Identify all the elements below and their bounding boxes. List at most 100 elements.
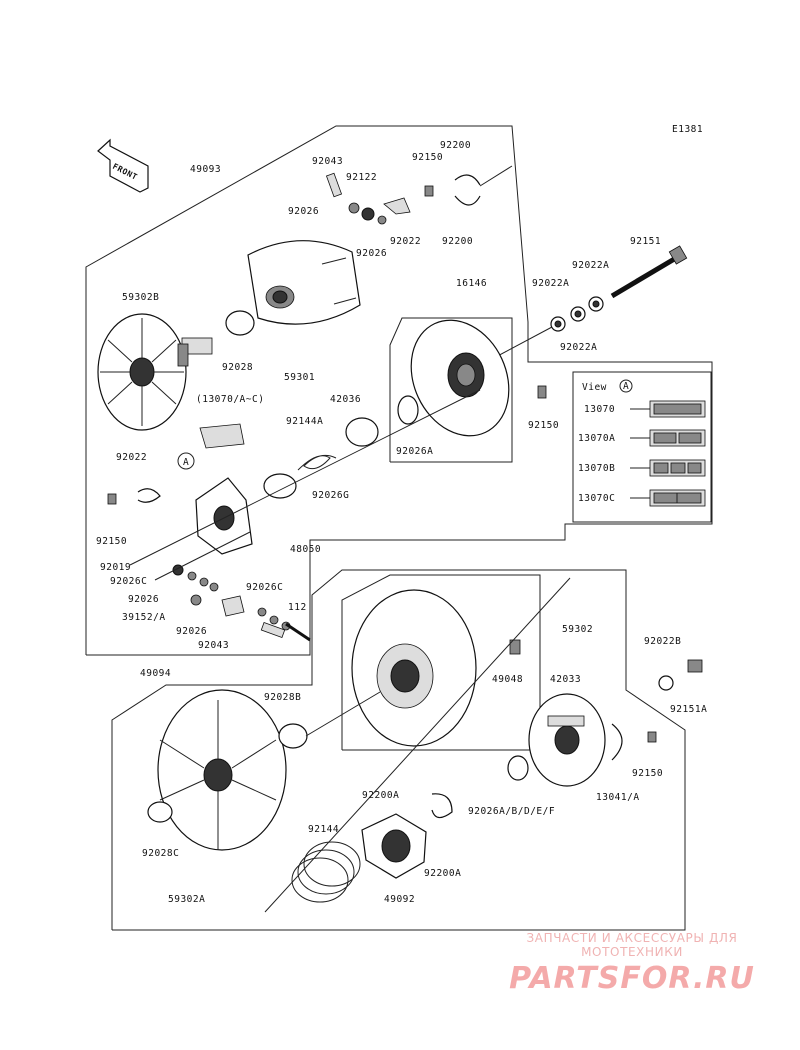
label-92026g: 92026G xyxy=(312,490,349,501)
bolt-92151 xyxy=(610,245,688,299)
label-92026-mid2: 92026 xyxy=(176,626,207,637)
watermark: ЗАПЧАСТИ И АКСЕССУАРЫ ДЛЯ МОТОТЕХНИКИ PA… xyxy=(482,931,782,996)
label-59302a: 59302A xyxy=(168,894,205,905)
washer-92026-mid xyxy=(190,594,202,606)
diagram-code: E1381 xyxy=(672,124,703,135)
label-59302: 59302 xyxy=(562,624,593,635)
weights-13070 xyxy=(199,423,245,449)
bushing-92028 xyxy=(225,310,255,336)
label-92043-mid: 92043 xyxy=(198,640,229,651)
group-box-16146 xyxy=(389,317,513,463)
watermark-subtitle: ЗАПЧАСТИ И АКСЕССУАРЫ ДЛЯ МОТОТЕХНИКИ xyxy=(526,931,738,959)
washer-92026abdef xyxy=(507,755,529,781)
view-a-frame xyxy=(572,371,712,523)
label-92151a: 92151A xyxy=(670,704,707,715)
label-92022-top: 92022 xyxy=(390,236,421,247)
label-92026-top1: 92026 xyxy=(288,206,319,217)
label-92026-mid: 92026 xyxy=(128,594,159,605)
label-49093: 49093 xyxy=(190,164,221,175)
label-92026c-1: 92026C xyxy=(110,576,147,587)
spider-59302b xyxy=(97,313,213,431)
circlip-92200a xyxy=(431,793,453,819)
view-a-item-2: 13070B xyxy=(578,463,615,474)
spring-92144 xyxy=(291,841,361,903)
view-a-item-0: 13070 xyxy=(584,404,615,415)
label-39152a: 39152/A xyxy=(122,612,166,623)
bushing-92028c xyxy=(147,801,173,823)
label-49048: 49048 xyxy=(492,674,523,685)
pin-92043 xyxy=(325,172,343,198)
bolt-92150-mid xyxy=(537,385,547,399)
view-a-item-3: 13070C xyxy=(578,493,615,504)
label-59302b: 59302B xyxy=(122,292,159,303)
label-49094: 49094 xyxy=(140,668,171,679)
washer-92026 xyxy=(348,202,360,214)
label-92200a-2: 92200A xyxy=(424,868,461,879)
bolt-92150-right xyxy=(647,731,657,743)
label-92026a: 92026A xyxy=(396,446,433,457)
pin-92043-mid xyxy=(260,621,286,639)
label-16146: 16146 xyxy=(456,278,487,289)
label-112: 112 xyxy=(288,602,307,613)
label-92022b: 92022B xyxy=(644,636,681,647)
label-92200-top2: 92200 xyxy=(442,236,473,247)
bolt-92150-top xyxy=(424,185,434,197)
label-92028c: 92028C xyxy=(142,848,179,859)
group-box-49093 xyxy=(85,125,713,656)
label-92200a-1: 92200A xyxy=(362,790,399,801)
circlip-92200-upper xyxy=(454,174,481,186)
group-box-59302 xyxy=(341,574,541,751)
label-92022a-3: 92022A xyxy=(560,342,597,353)
bushing-92028b xyxy=(278,723,308,749)
label-92022a-1: 92022A xyxy=(572,260,609,271)
label-42036: 42036 xyxy=(330,394,361,405)
view-a-title: View xyxy=(582,382,607,393)
label-13041a: 13041/A xyxy=(596,792,640,803)
label-13070ac: (13070/A~C) xyxy=(196,394,264,405)
spring-92144a xyxy=(297,454,337,471)
washer-92026b xyxy=(377,215,387,225)
callout-a-marker: A xyxy=(183,457,189,468)
roller-92122 xyxy=(361,207,375,221)
callout-a-circle xyxy=(177,452,195,470)
label-92150-left: 92150 xyxy=(96,536,127,547)
label-92043-top: 92043 xyxy=(312,156,343,167)
ramp-48050 xyxy=(195,477,253,555)
view-a-item-1: 13070A xyxy=(578,433,615,444)
weight-39152 xyxy=(221,595,245,617)
label-48050: 48050 xyxy=(290,544,321,555)
bolt-92150-left xyxy=(107,493,117,505)
collar-42036 xyxy=(345,417,379,447)
bushing-92026a xyxy=(397,395,419,425)
clip-92022 xyxy=(383,197,411,215)
clip-92022-left xyxy=(137,488,161,503)
view-a-circle xyxy=(619,379,633,393)
washer-92022b xyxy=(658,675,674,691)
label-92022-left: 92022 xyxy=(116,452,147,463)
view-a-inset: View A 13070 13070A 13070B 13070C xyxy=(572,371,712,523)
spring-seat-49092 xyxy=(361,813,427,879)
label-92144: 92144 xyxy=(308,824,339,835)
label-92026c-2: 92026C xyxy=(246,582,283,593)
sheave-59302 xyxy=(351,589,477,747)
label-92200-top: 92200 xyxy=(440,140,471,151)
label-92028b: 92028B xyxy=(264,692,301,703)
label-92144a: 92144A xyxy=(286,416,323,427)
label-92026-top2: 92026 xyxy=(356,248,387,259)
label-92122: 92122 xyxy=(346,172,377,183)
label-92022a-2: 92022A xyxy=(532,278,569,289)
cover-59301 xyxy=(247,240,361,325)
label-92019: 92019 xyxy=(100,562,131,573)
bolt-92151a xyxy=(687,659,703,673)
clip-13041a xyxy=(611,723,623,761)
label-92150-right: 92150 xyxy=(632,768,663,779)
circlip-92200-lower xyxy=(454,195,481,206)
sheave-16146 xyxy=(410,319,510,437)
cam-42033 xyxy=(528,693,606,787)
label-49092: 49092 xyxy=(384,894,415,905)
washer-92026c xyxy=(187,571,197,581)
label-59301: 59301 xyxy=(284,372,315,383)
sheave-59302a xyxy=(157,689,287,851)
